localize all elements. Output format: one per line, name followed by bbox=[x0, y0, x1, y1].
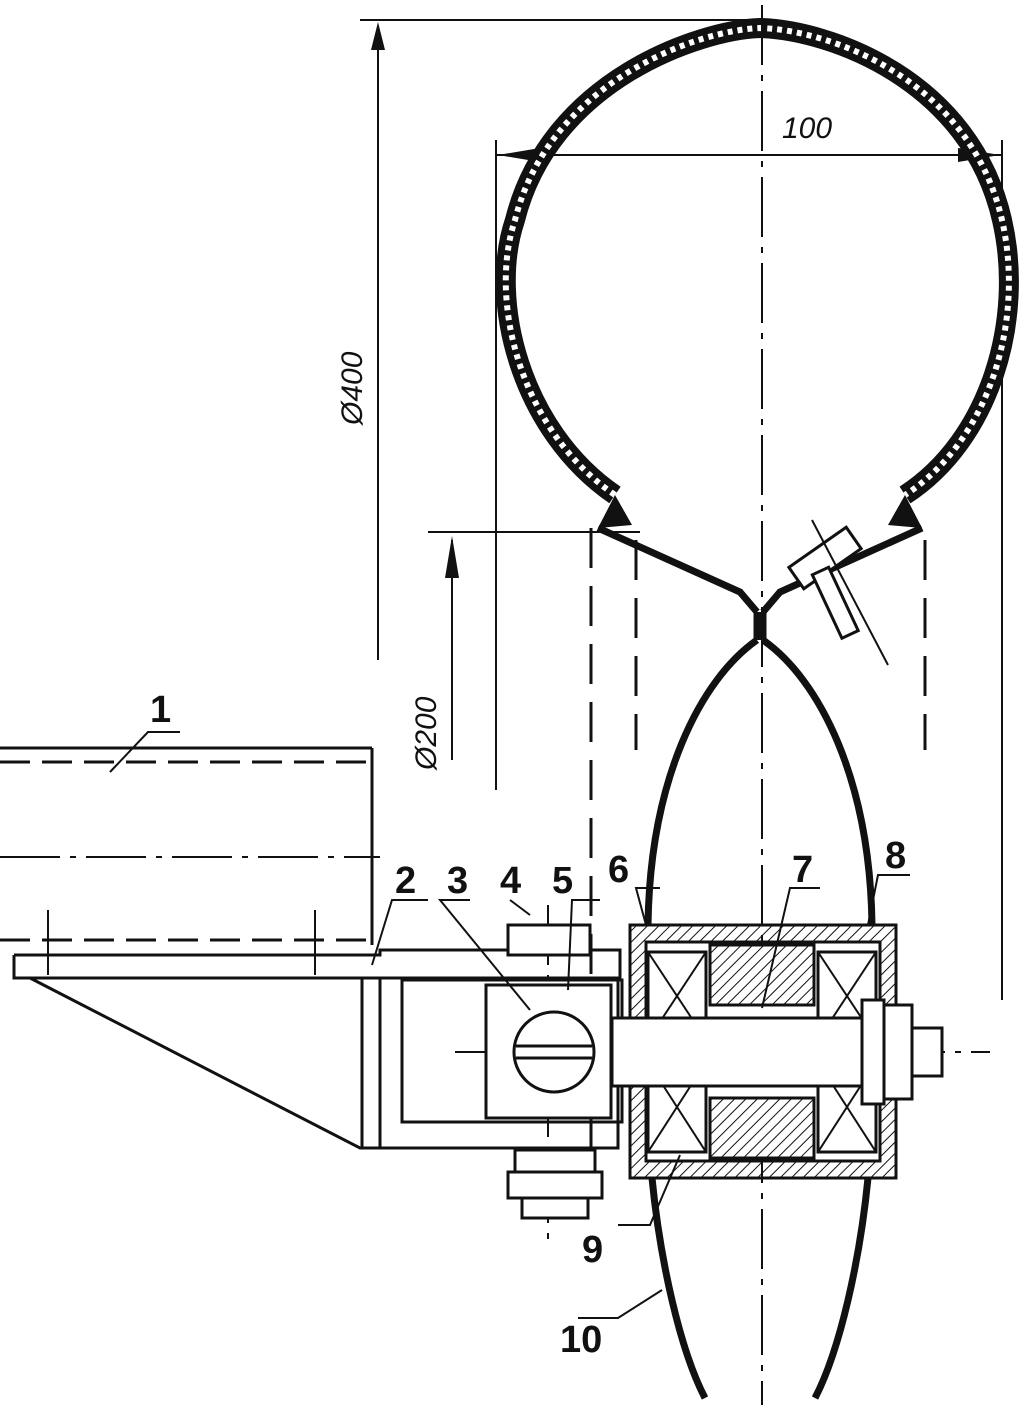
hub-assembly bbox=[610, 923, 944, 1180]
part-label-8: 8 bbox=[885, 835, 906, 877]
part-label-9: 9 bbox=[582, 1229, 603, 1271]
rim-lower bbox=[648, 1177, 872, 1400]
part-label-3: 3 bbox=[447, 860, 468, 902]
hub-diameter-label: Ø200 bbox=[410, 696, 443, 771]
leader-lines bbox=[109, 731, 910, 1319]
axle-clamp-block bbox=[484, 923, 613, 1220]
part-label-6: 6 bbox=[608, 849, 629, 891]
part-label-10: 10 bbox=[560, 1319, 602, 1361]
rim bbox=[596, 524, 924, 926]
part-label-7: 7 bbox=[792, 849, 813, 891]
dimension-tire-diameter bbox=[360, 19, 770, 660]
part-label-2: 2 bbox=[395, 860, 416, 902]
tire-diameter-label: Ø400 bbox=[336, 351, 369, 426]
tire-width-label: 100 bbox=[782, 112, 832, 145]
dimension-hub-diameter bbox=[428, 531, 640, 760]
part-label-5: 5 bbox=[552, 860, 573, 902]
tire-cross-section bbox=[495, 17, 1019, 528]
part-label-1: 1 bbox=[150, 689, 171, 731]
valve bbox=[786, 519, 889, 666]
part-label-4: 4 bbox=[500, 860, 521, 902]
frame-tube bbox=[0, 746, 374, 945]
part-labels: 1 2 3 4 5 6 7 8 9 10 bbox=[150, 689, 906, 1361]
